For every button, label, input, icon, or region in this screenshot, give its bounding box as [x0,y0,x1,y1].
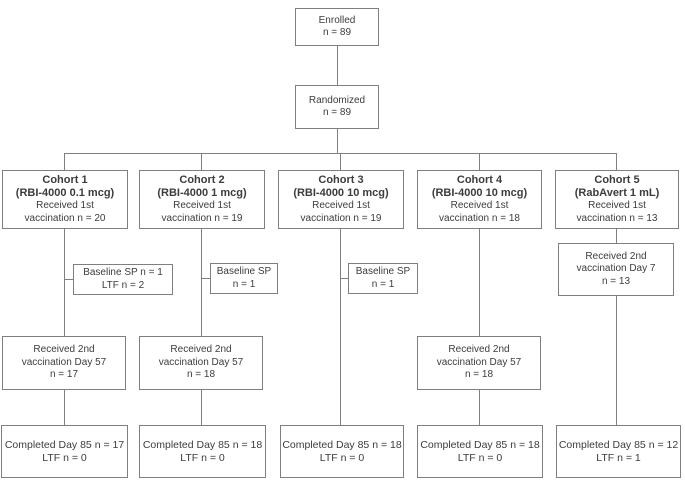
cohort5-completed-line1: Completed Day 85 n = 12 [558,438,679,451]
cohort1-dropout-line2: LTF n = 2 [101,279,145,291]
randomized-count: n = 89 [322,107,352,118]
randomized-label: Randomized [308,94,366,106]
cohort5-column-line-upper [616,228,617,244]
cohort1-column-line [64,228,65,336]
cohort2-box: Cohort 2 (RBI-4000 1 mcg) Received 1st v… [139,170,265,229]
cohort4-completed-line1: Completed Day 85 n = 18 [420,438,540,451]
cohort5-first-vaccination-line1: Received 1st [588,200,646,211]
cohort2-completed-line1: Completed Day 85 n = 18 [142,438,263,451]
cohort2-second-vaccination-line1: Received 2nd [170,344,232,356]
cohort4-second-vaccination-line1: Received 2nd [448,344,510,356]
cohort5-column-line-lower [616,295,617,425]
cohort4-first-vaccination-line1: Received 1st [450,200,509,211]
cohort1-completed-box: Completed Day 85 n = 17 LTF n = 0 [1,425,128,478]
randomized-box: Randomized n = 89 [295,85,379,129]
cohort2-second-vaccination-line3: n = 18 [186,369,216,381]
cohort1-completed-line2: LTF n = 0 [42,451,87,464]
cohort4-second-vaccination-line2: vaccination Day 57 [436,356,522,368]
cohort1-completed-line1: Completed Day 85 n = 17 [4,438,125,451]
cohort5-second-vaccination-line2: vaccination Day 7 [576,263,656,275]
cohort1-second-vaccination-line2: vaccination Day 57 [21,356,107,368]
cohort1-box: Cohort 1 (RBI-4000 0.1 mcg) Received 1st… [2,170,128,229]
cohort1-second-vaccination-line1: Received 2nd [33,344,95,356]
cohort5-dose: (RabAvert 1 mL) [574,187,660,199]
cohort3-completed-box: Completed Day 85 n = 18 LTF n = 0 [280,425,404,478]
cohort1-second-vaccination-line3: n = 17 [49,369,79,381]
cohort4-box: Cohort 4 (RBI-4000 10 mcg) Received 1st … [417,170,542,229]
cohort2-completed-box: Completed Day 85 n = 18 LTF n = 0 [139,425,266,478]
cohort1-second-vaccination-box: Received 2nd vaccination Day 57 n = 17 [2,336,126,390]
cohort2-dropout-line2: n = 1 [232,278,256,290]
cohort3-title: Cohort 3 [318,174,364,186]
branch-stub-cohort4 [479,153,480,170]
cohort3-completed-line2: LTF n = 0 [319,451,365,464]
cohort4-title: Cohort 4 [456,174,503,186]
branch-stub-cohort2 [201,153,202,170]
cohort5-box: Cohort 5 (RabAvert 1 mL) Received 1st va… [555,170,679,229]
cohort4-second-vaccination-box: Received 2nd vaccination Day 57 n = 18 [417,336,541,390]
cohort3-dose: (RBI-4000 10 mcg) [293,187,389,199]
cohort3-dropout-line2: n = 1 [371,278,395,290]
connector-randomized-branch [337,128,338,153]
cohort2-dose: (RBI-4000 1 mcg) [157,187,247,199]
cohort1-dose: (RBI-4000 0.1 mcg) [15,187,115,199]
enrolled-box: Enrolled n = 89 [295,8,379,46]
cohort5-completed-box: Completed Day 85 n = 12 LTF n = 1 [556,425,681,478]
cohort2-completed-line2: LTF n = 0 [180,451,225,464]
cohort2-dropout-line1: Baseline SP [216,266,272,277]
cohort4-second-vaccination-line3: n = 18 [464,369,494,381]
branch-stub-cohort5 [616,153,617,170]
cohort2-first-vaccination-line1: Received 1st [173,200,231,211]
cohort4-completed-line2: LTF n = 0 [457,451,503,464]
cohort1-dropout-line1: Baseline SP n = 1 [83,267,163,278]
cohort2-second-vaccination-box: Received 2nd vaccination Day 57 n = 18 [139,336,263,390]
cohort5-second-vaccination-line1: Received 2nd [585,250,647,262]
cohort1-day57-completed-line [64,390,65,425]
cohort4-completed-box: Completed Day 85 n = 18 LTF n = 0 [417,425,543,478]
cohort1-first-vaccination-line1: Received 1st [36,200,94,211]
cohort3-column-line [340,228,341,425]
cohort3-dropout-connector [340,278,349,279]
cohort2-title: Cohort 2 [179,174,225,186]
cohort1-title: Cohort 1 [42,174,88,186]
enrolled-label: Enrolled [318,14,356,26]
cohort3-completed-line1: Completed Day 85 n = 18 [282,438,402,451]
cohort4-column-line [479,228,480,336]
cohort2-second-vaccination-line2: vaccination Day 57 [158,356,244,368]
cohort2-dropout-connector [201,278,211,279]
cohort5-second-vaccination-line3: n = 13 [601,275,631,287]
cohort5-completed-line2: LTF n = 1 [596,451,641,464]
cohort5-first-vaccination-line2: vaccination n = 13 [576,212,658,224]
cohort2-column-line [201,228,202,336]
cohort1-dropout-box: Baseline SP n = 1 LTF n = 2 [73,264,173,295]
cohort2-first-vaccination-line2: vaccination n = 19 [161,212,243,224]
cohort5-title: Cohort 5 [594,174,640,186]
cohort3-first-vaccination-line2: vaccination n = 19 [300,212,382,224]
cohort4-first-vaccination-line2: vaccination n = 18 [439,212,520,224]
enrolled-count: n = 89 [322,27,352,38]
cohort3-box: Cohort 3 (RBI-4000 10 mcg) Received 1st … [278,170,404,229]
cohort5-second-vaccination-box: Received 2nd vaccination Day 7 n = 13 [558,243,674,296]
cohort1-first-vaccination-line2: vaccination n = 20 [24,212,106,224]
branch-stub-cohort1 [64,153,65,170]
cohort3-dropout-box: Baseline SP n = 1 [348,263,418,294]
cohort2-day57-completed-line [201,390,202,425]
cohort3-dropout-line1: Baseline SP [355,266,411,277]
cohort4-dose: (RBI-4000 10 mcg) [431,187,528,199]
branch-stub-cohort3 [340,153,341,170]
cohort4-day57-completed-line [479,390,480,425]
cohort2-dropout-box: Baseline SP n = 1 [210,263,278,294]
connector-enrolled-randomized [337,45,338,85]
cohort1-dropout-connector [64,279,73,280]
cohort3-first-vaccination-line1: Received 1st [312,200,370,211]
